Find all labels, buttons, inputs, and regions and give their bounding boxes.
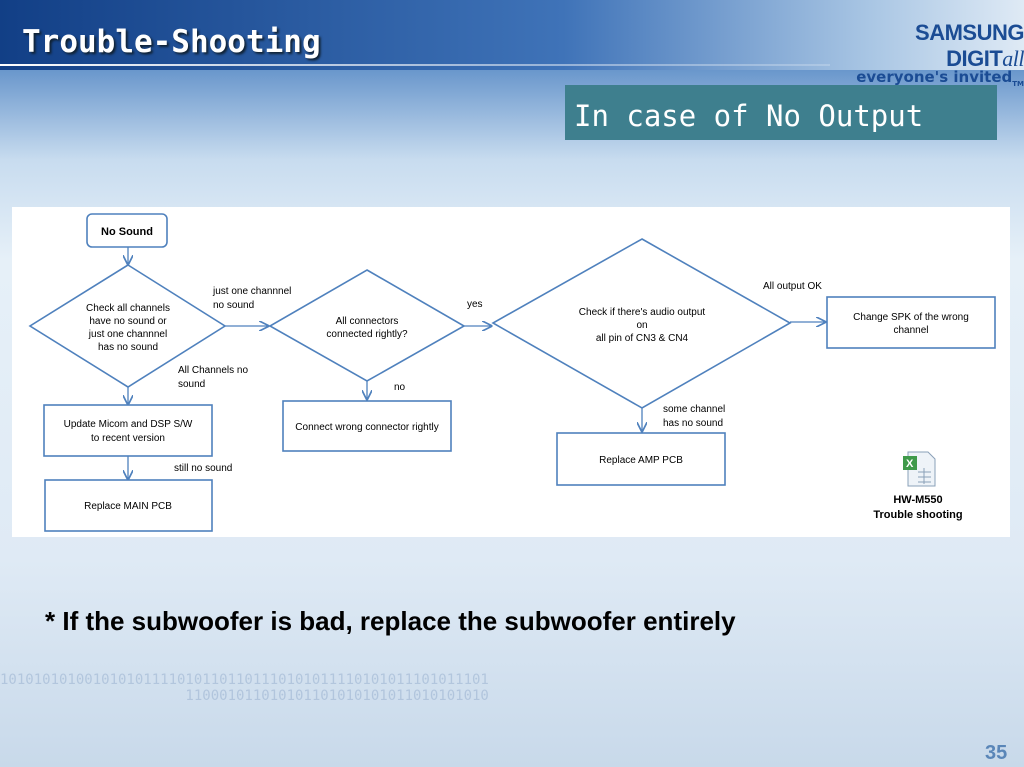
title-underline <box>0 64 830 66</box>
box-text: to recent version <box>91 433 165 444</box>
decision-text: just one channnel <box>88 329 167 340</box>
slide-title: Trouble-Shooting <box>22 24 321 60</box>
header-band <box>0 0 1024 70</box>
box-text: Replace MAIN PCB <box>84 501 172 512</box>
decision-text: have no sound or <box>89 316 167 327</box>
edge-label: still no sound <box>174 463 232 474</box>
decision-text: Check if there's audio output <box>579 307 706 318</box>
update-box <box>43 404 213 457</box>
box-text: Update Micom and DSP S/W <box>64 419 193 430</box>
edge-label: All output OK <box>763 281 822 292</box>
edge-label: some channel <box>663 404 725 415</box>
svg-text:X: X <box>906 458 914 470</box>
attachment-label[interactable]: Trouble shooting <box>873 509 962 521</box>
edge-label: All Channels no <box>178 365 248 376</box>
decision-text: all pin of CN3 & CN4 <box>596 333 689 344</box>
edge-label: just one channnel <box>212 286 291 297</box>
box-text: Change SPK of the wrong <box>853 312 969 323</box>
edge-label: has no sound <box>663 418 723 429</box>
decision-text: on <box>636 320 647 331</box>
edge-label: no <box>394 382 406 393</box>
start-label: No Sound <box>101 226 153 238</box>
decision-text: connected rightly? <box>326 329 408 340</box>
flowchart-panel <box>12 207 1010 537</box>
page-number: 35 <box>985 742 1008 764</box>
footnote: * If the subwoofer is bad, replace the s… <box>45 606 736 636</box>
decision-text: Check all channels <box>86 303 170 314</box>
binary-watermark: 1010101010010101011110101101101110101011… <box>0 672 489 704</box>
box-text: channel <box>893 325 928 336</box>
decision-text: All connectors <box>336 316 399 327</box>
connect-box <box>282 400 452 452</box>
samsung-logo: SAMSUNG DIGITall everyone's invitedTM <box>856 20 1024 88</box>
edge-label: yes <box>467 299 483 310</box>
replace-amp-box <box>556 432 726 486</box>
attachment-label[interactable]: HW-M550 <box>893 494 942 506</box>
edge-label: sound <box>178 379 205 390</box>
box-text: Connect wrong connector rightly <box>295 422 438 433</box>
edge-label: no sound <box>213 300 254 311</box>
decision-text: has no sound <box>98 342 158 353</box>
change-spk-box <box>826 296 996 349</box>
excel-file-icon[interactable]: X <box>903 451 936 487</box>
start-box <box>86 213 168 248</box>
box-text: Replace AMP PCB <box>599 455 683 466</box>
section-subtitle: In case of No Output <box>565 85 997 140</box>
